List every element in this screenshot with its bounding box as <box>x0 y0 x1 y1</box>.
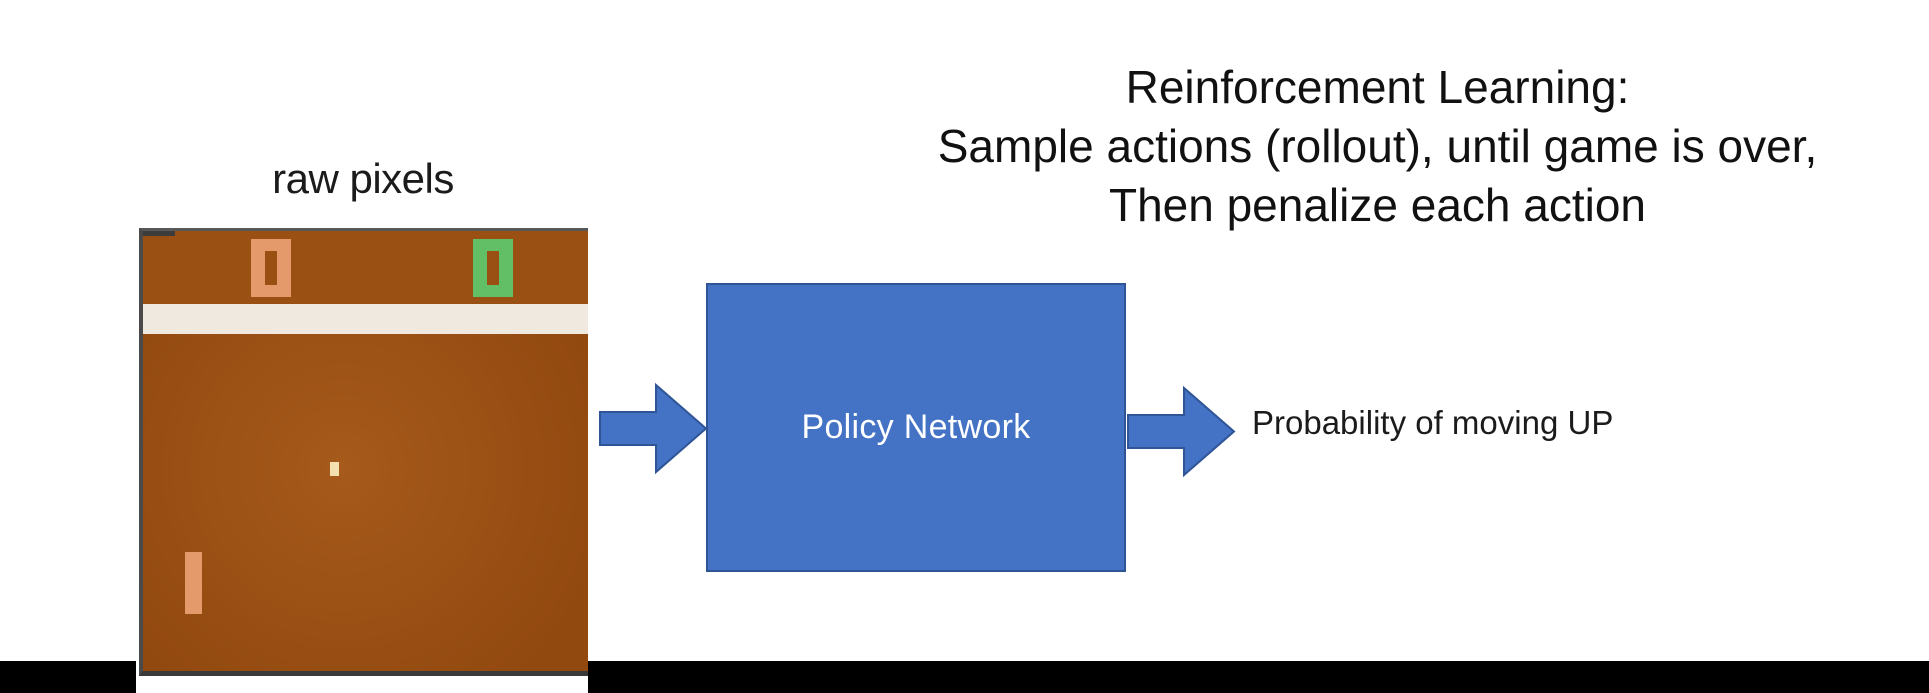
game-score-band <box>143 231 588 304</box>
bottom-bar-right <box>588 661 1929 693</box>
game-play-field <box>143 334 588 671</box>
policy-network-label: Policy Network <box>801 408 1031 446</box>
game-divider-line <box>143 304 588 334</box>
title-line-3: Then penalize each action <box>1108 178 1647 231</box>
title-line-1: Reinforcement Learning: <box>1125 61 1630 113</box>
digit-inner-hole <box>265 251 277 285</box>
slide-title: Reinforcement Learning: Sample actions (… <box>830 58 1925 235</box>
bottom-bar-left <box>0 661 136 693</box>
output-probability-label: Probability of moving UP <box>1252 404 1614 441</box>
paddle-left <box>185 552 202 614</box>
arrow-right-icon-output <box>1127 385 1236 478</box>
pong-game-screenshot <box>139 228 588 676</box>
digit-inner-hole <box>487 251 499 285</box>
arrow-right-icon-input <box>599 382 708 475</box>
score-right-digit <box>473 239 513 297</box>
game-ball <box>330 462 339 476</box>
raw-pixels-caption: raw pixels <box>272 155 454 202</box>
frame-corner-mark <box>143 231 175 236</box>
policy-network-box: Policy Network <box>706 283 1126 572</box>
score-left-digit <box>251 239 291 297</box>
title-line-2: Sample actions (rollout), until game is … <box>937 119 1818 172</box>
